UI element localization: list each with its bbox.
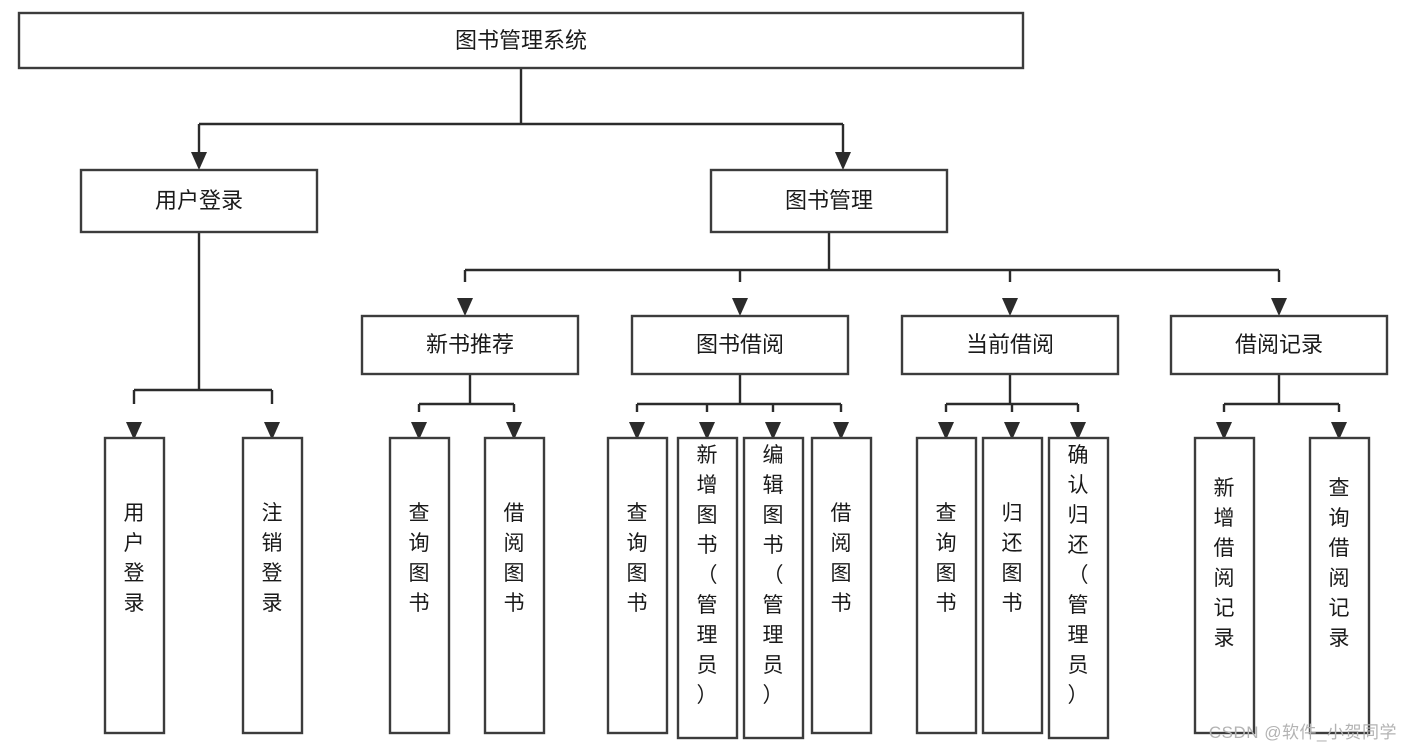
leaf-user-login-2-label: 注销登录 (262, 502, 283, 615)
leaf-book-borrow-4[interactable]: 借阅图书 (810, 436, 873, 735)
leaf-borrow-record-2-label: 查询借阅记录 (1329, 477, 1350, 650)
node-new-book-recommend[interactable]: 新书推荐 (360, 314, 580, 376)
leaf-current-borrow-2[interactable]: 归还图书 (981, 436, 1044, 735)
leaf-current-borrow-1-label: 查询图书 (936, 502, 957, 615)
leaf-user-login-1[interactable]: 用户登录 (103, 436, 166, 735)
node-book-borrow-label: 图书借阅 (696, 332, 784, 357)
node-user-login[interactable]: 用户登录 (79, 168, 319, 234)
leaf-new-book-1-label: 查询图书 (409, 502, 430, 615)
node-book-management[interactable]: 图书管理 (709, 168, 949, 234)
leaf-book-borrow-2[interactable]: 新增图书（管理员） (676, 436, 739, 740)
leaf-borrow-record-1[interactable]: 新增借阅记录 (1193, 436, 1256, 735)
connector-borrow-record-to-leaves (1216, 374, 1347, 440)
leaf-book-borrow-2-label: 新增图书（管理员） (697, 444, 718, 707)
leaf-book-borrow-4-label: 借阅图书 (831, 502, 852, 615)
leaf-user-login-1-label: 用户登录 (124, 502, 145, 615)
leaf-current-borrow-2-label: 归还图书 (1002, 502, 1023, 615)
node-user-login-label: 用户登录 (155, 188, 243, 213)
connector-book-manage-to-level3 (457, 232, 1287, 316)
node-new-book-recommend-label: 新书推荐 (426, 332, 514, 357)
leaf-book-borrow-3[interactable]: 编辑图书（管理员） (742, 436, 805, 740)
connector-current-borrow-to-leaves (938, 374, 1086, 440)
leaf-new-book-2[interactable]: 借阅图书 (483, 436, 546, 735)
leaf-borrow-record-2[interactable]: 查询借阅记录 (1308, 436, 1371, 735)
node-borrow-record-label: 借阅记录 (1235, 332, 1323, 357)
leaf-new-book-2-label: 借阅图书 (504, 502, 525, 615)
leaf-user-login-2[interactable]: 注销登录 (241, 436, 304, 735)
node-current-borrow[interactable]: 当前借阅 (900, 314, 1120, 376)
node-book-borrow[interactable]: 图书借阅 (630, 314, 850, 376)
node-book-management-label: 图书管理 (785, 188, 873, 213)
node-root-book-management-system[interactable]: 图书管理系统 (17, 11, 1025, 70)
leaf-current-borrow-1[interactable]: 查询图书 (915, 436, 978, 735)
leaf-book-borrow-1[interactable]: 查询图书 (606, 436, 669, 735)
node-current-borrow-label: 当前借阅 (966, 332, 1054, 357)
leaf-borrow-record-1-label: 新增借阅记录 (1214, 477, 1235, 650)
connector-book-borrow-to-leaves (629, 374, 849, 440)
node-borrow-record[interactable]: 借阅记录 (1169, 314, 1389, 376)
leaf-current-borrow-3[interactable]: 确认归还（管理员） (1047, 436, 1110, 740)
node-root-label: 图书管理系统 (455, 28, 587, 53)
leaf-book-borrow-1-label: 查询图书 (627, 502, 648, 615)
connector-new-book-to-leaves (411, 374, 522, 440)
leaf-new-book-1[interactable]: 查询图书 (388, 436, 451, 735)
connector-user-login-to-leaves (126, 232, 280, 440)
connector-root-to-level2 (191, 68, 851, 170)
leaf-book-borrow-3-label: 编辑图书（管理员） (763, 444, 784, 707)
leaf-current-borrow-3-label: 确认归还（管理员） (1068, 444, 1089, 707)
